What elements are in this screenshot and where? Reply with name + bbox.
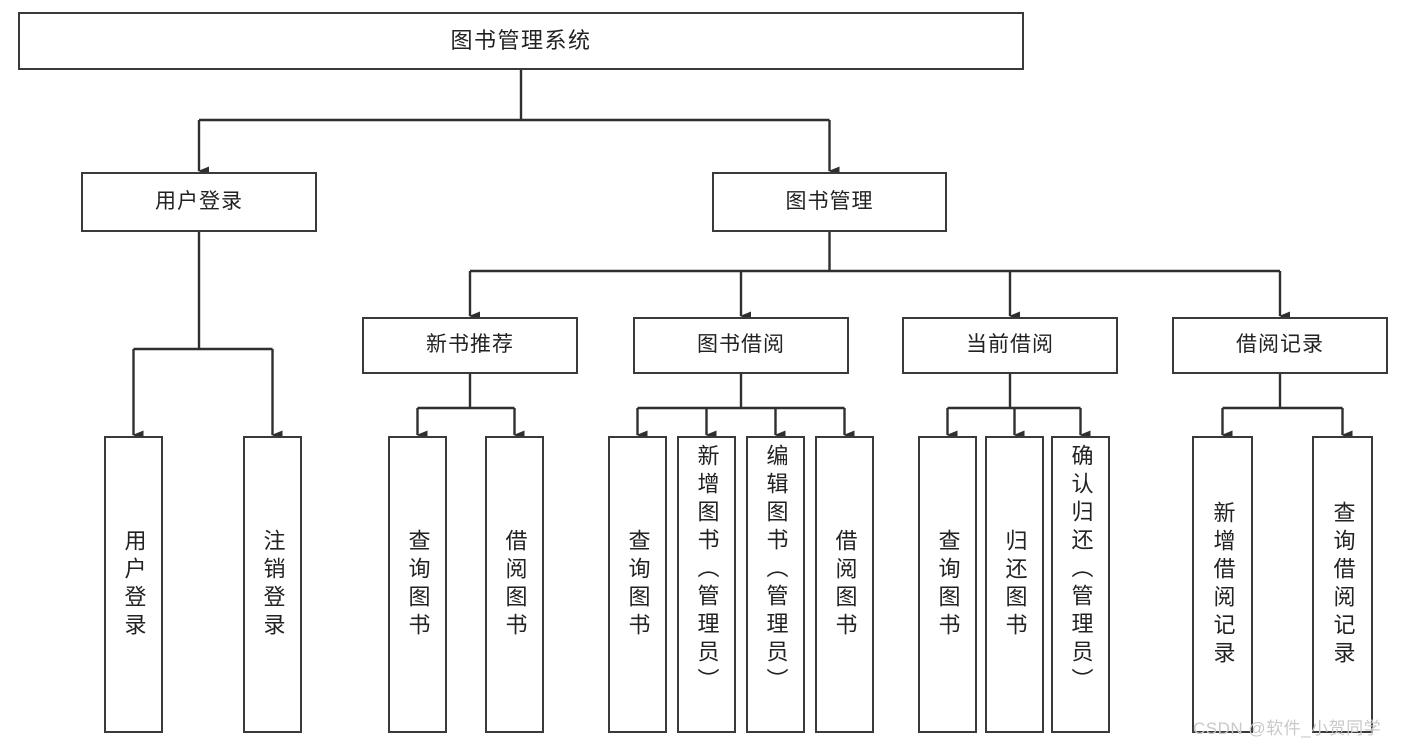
node-leaf-query-book-2[interactable]: 查询图书 xyxy=(608,436,667,733)
node-leaf-query-book-3[interactable]: 查询图书 xyxy=(918,436,977,733)
node-book-borrow[interactable]: 图书借阅 xyxy=(633,317,849,374)
node-label-leaf-logout: 注销登录 xyxy=(260,528,286,641)
node-label-leaf-edit-book: 编辑图书（管理员） xyxy=(763,444,789,696)
node-leaf-edit-book[interactable]: 编辑图书（管理员） xyxy=(746,436,805,733)
node-leaf-borrow-book-1[interactable]: 借阅图书 xyxy=(485,436,544,733)
node-label-leaf-query-book-3: 查询图书 xyxy=(935,528,961,641)
edge-group xyxy=(132,70,1353,440)
node-label-leaf-borrow-book-2: 借阅图书 xyxy=(832,528,858,641)
node-label-leaf-query-book-1: 查询图书 xyxy=(405,528,431,641)
node-new-book-rec[interactable]: 新书推荐 xyxy=(362,317,578,374)
node-leaf-add-book[interactable]: 新增图书（管理员） xyxy=(677,436,736,733)
node-label-book-manage: 图书管理 xyxy=(785,189,874,213)
node-label-root: 图书管理系统 xyxy=(450,28,592,54)
node-book-manage[interactable]: 图书管理 xyxy=(712,172,947,232)
node-label-user-login: 用户登录 xyxy=(155,189,243,213)
watermark-text: CSDN @软件_小贺同学 xyxy=(1193,719,1382,738)
node-leaf-query-record[interactable]: 查询借阅记录 xyxy=(1312,436,1373,733)
node-user-login[interactable]: 用户登录 xyxy=(81,172,317,232)
node-leaf-user-login[interactable]: 用户登录 xyxy=(104,436,163,733)
node-label-leaf-user-login: 用户登录 xyxy=(121,528,147,641)
node-leaf-borrow-book-2[interactable]: 借阅图书 xyxy=(815,436,874,733)
node-label-borrow-record: 借阅记录 xyxy=(1236,333,1324,357)
node-leaf-query-book-1[interactable]: 查询图书 xyxy=(388,436,447,733)
node-borrow-record[interactable]: 借阅记录 xyxy=(1172,317,1388,374)
node-label-leaf-query-book-2: 查询图书 xyxy=(625,528,651,641)
node-leaf-return-book[interactable]: 归还图书 xyxy=(985,436,1044,733)
node-label-leaf-confirm-return: 确认归还（管理员） xyxy=(1068,444,1094,696)
node-label-new-book-rec: 新书推荐 xyxy=(426,333,514,357)
node-label-leaf-borrow-book-1: 借阅图书 xyxy=(502,528,528,641)
node-current-borrow[interactable]: 当前借阅 xyxy=(902,317,1118,374)
node-label-current-borrow: 当前借阅 xyxy=(966,333,1054,357)
node-label-leaf-return-book: 归还图书 xyxy=(1002,528,1028,641)
node-label-leaf-query-record: 查询借阅记录 xyxy=(1330,500,1356,669)
node-root[interactable]: 图书管理系统 xyxy=(18,12,1024,70)
node-label-leaf-add-book: 新增图书（管理员） xyxy=(694,444,720,696)
node-label-book-borrow: 图书借阅 xyxy=(697,333,785,357)
node-label-leaf-add-record: 新增借阅记录 xyxy=(1210,500,1236,669)
node-leaf-add-record[interactable]: 新增借阅记录 xyxy=(1192,436,1253,733)
node-leaf-logout[interactable]: 注销登录 xyxy=(243,436,302,733)
node-leaf-confirm-return[interactable]: 确认归还（管理员） xyxy=(1051,436,1110,733)
